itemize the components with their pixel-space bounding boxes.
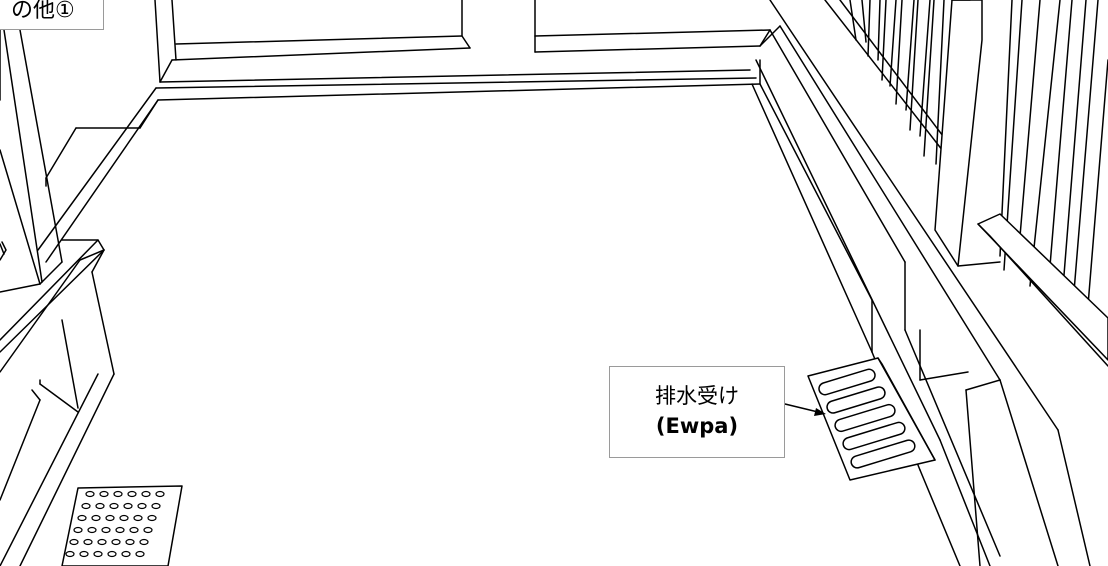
section-label: の他① bbox=[0, 0, 104, 30]
drain-callout-code: (Ewpa) bbox=[655, 414, 739, 438]
drain-tray bbox=[807, 357, 936, 481]
tactile-plate bbox=[61, 485, 183, 566]
floor-back-edge bbox=[37, 69, 761, 263]
right-wall bbox=[751, 0, 1091, 566]
drain-callout-title: 排水受け bbox=[655, 384, 739, 408]
railing bbox=[824, 0, 1108, 367]
back-wall bbox=[154, 0, 771, 83]
left-structure bbox=[0, 29, 159, 566]
drain-callout-box: 排水受け (Ewpa) bbox=[609, 366, 785, 458]
section-label-text: の他① bbox=[11, 0, 75, 23]
callout-arrow bbox=[784, 403, 826, 416]
